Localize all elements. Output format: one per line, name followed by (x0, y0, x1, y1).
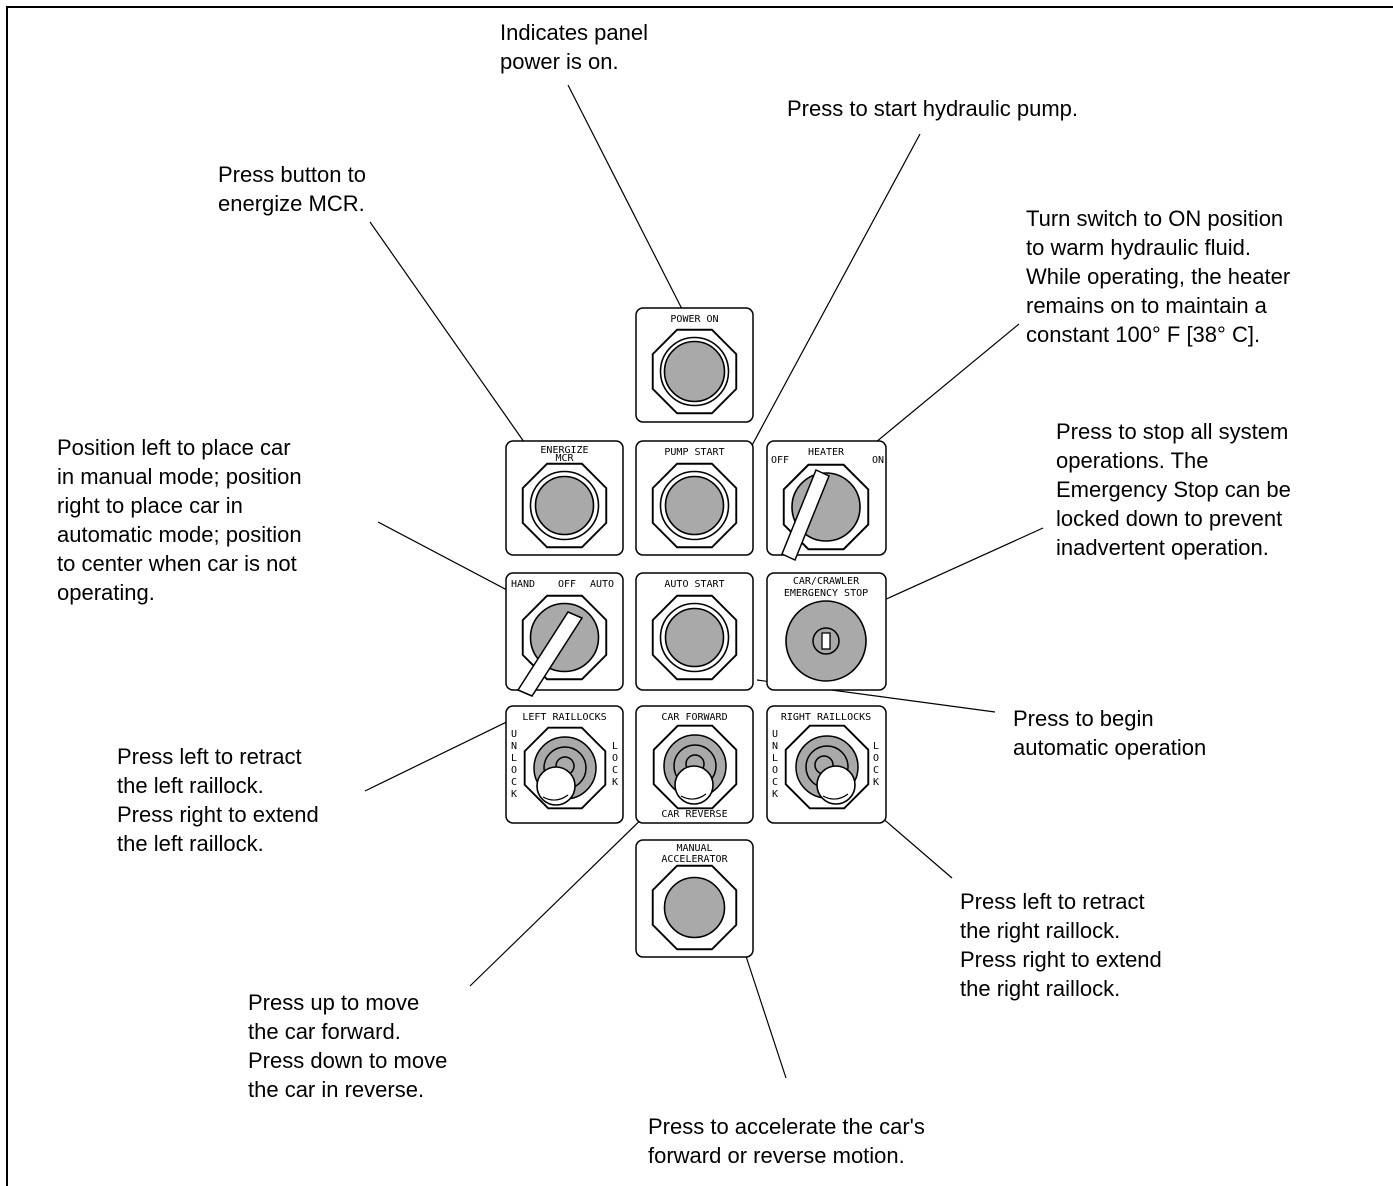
leader-pump-start (742, 133, 921, 463)
auto-label: AUTO (590, 579, 614, 590)
energize-label: ENERGIZE (540, 445, 588, 456)
left-toggle-knob (536, 766, 576, 806)
svg-text:K: K (873, 777, 879, 788)
svg-text:N: N (772, 741, 778, 752)
svg-text:O: O (873, 753, 879, 764)
svg-text:L: L (612, 741, 618, 752)
annotation-pump-start: Press to start hydraulic pump. (787, 96, 1079, 121)
leader-lines (364, 84, 1044, 1079)
svg-text:N: N (511, 741, 517, 752)
left-unlock-label: U N L O C K (511, 729, 517, 800)
accelerator-cap (663, 876, 726, 939)
emergency-stop-button[interactable]: CAR/CRAWLER EMERGENCY STOP (766, 572, 887, 691)
hand-off-auto-switch[interactable]: HAND OFF AUTO (505, 572, 624, 697)
leader-accelerator (739, 937, 787, 1079)
manual-label: MANUAL (676, 843, 712, 854)
pump-start-cap (664, 475, 725, 536)
pump-start-label: PUMP START (664, 447, 724, 458)
left-raillocks-toggle[interactable]: LEFT RAILLOCKS U N L O C K L O C K (505, 705, 624, 824)
leader-hand-off-auto (377, 521, 525, 600)
svg-text:O: O (511, 765, 517, 776)
leader-left-raillocks (364, 714, 522, 792)
leader-right-raillocks (872, 809, 953, 879)
svg-text:K: K (511, 789, 517, 800)
power-on-label: POWER ON (670, 314, 718, 325)
energize-mcr-label: MCR (555, 453, 574, 464)
heater-off-label: OFF (771, 455, 789, 466)
car-reverse-label: CAR REVERSE (661, 809, 727, 820)
svg-text:K: K (612, 777, 618, 788)
left-raillocks-label: LEFT RAILLOCKS (522, 712, 606, 723)
car-forward-label: CAR FORWARD (661, 712, 727, 723)
svg-text:U: U (511, 729, 517, 740)
auto-start-button[interactable]: AUTO START (635, 572, 754, 691)
accelerator-label: ACCELERATOR (661, 854, 728, 865)
right-raillocks-toggle[interactable]: RIGHT RAILLOCKS U N L O C K L O C K (766, 705, 887, 824)
leader-power-on (567, 84, 684, 312)
svg-text:K: K (772, 789, 778, 800)
svg-text:U: U (772, 729, 778, 740)
auto-start-label: AUTO START (664, 579, 724, 590)
heater-on-label: ON (872, 455, 884, 466)
svg-text:L: L (772, 753, 778, 764)
car-forward-reverse-toggle[interactable]: CAR FORWARD CAR REVERSE (635, 705, 754, 824)
energize-mcr-button[interactable]: ENERGIZE MCR (505, 440, 624, 556)
power-on-indicator: POWER ON (635, 307, 754, 423)
heater-switch[interactable]: HEATER OFF ON (766, 440, 887, 562)
car-toggle-knob (674, 765, 714, 805)
auto-start-cap (664, 607, 725, 668)
svg-text:O: O (612, 753, 618, 764)
svg-text:L: L (873, 741, 879, 752)
right-lock-label: L O C K (873, 741, 879, 788)
hand-off-auto-lever (516, 611, 584, 697)
right-toggle-knob (816, 765, 856, 805)
leader-car-forward (469, 805, 656, 987)
energize-cap (534, 475, 595, 536)
right-raillocks-label: RIGHT RAILLOCKS (781, 712, 871, 723)
off-label: OFF (558, 579, 576, 590)
manual-accelerator-button[interactable]: MANUAL ACCELERATOR (635, 839, 754, 958)
leader-energize (369, 221, 530, 450)
diagram-frame (6, 6, 1393, 1186)
svg-text:C: C (772, 777, 778, 788)
heater-label: HEATER (808, 447, 845, 458)
leader-emergency-stop (881, 527, 1044, 602)
right-unlock-label: U N L O C K (772, 729, 778, 800)
left-lock-label: L O C K (612, 741, 618, 788)
svg-text:C: C (612, 765, 618, 776)
svg-text:C: C (511, 777, 517, 788)
emergency-stop-label: EMERGENCY STOP (784, 588, 868, 599)
svg-text:C: C (873, 765, 879, 776)
power-on-lamp (663, 340, 726, 403)
pump-start-button[interactable]: PUMP START (635, 440, 754, 556)
leader-heater (869, 323, 1020, 448)
car-crawler-label: CAR/CRAWLER (793, 576, 860, 587)
hand-label: HAND (511, 579, 535, 590)
svg-text:L: L (511, 753, 517, 764)
svg-text:O: O (772, 765, 778, 776)
heater-lever (781, 468, 830, 562)
